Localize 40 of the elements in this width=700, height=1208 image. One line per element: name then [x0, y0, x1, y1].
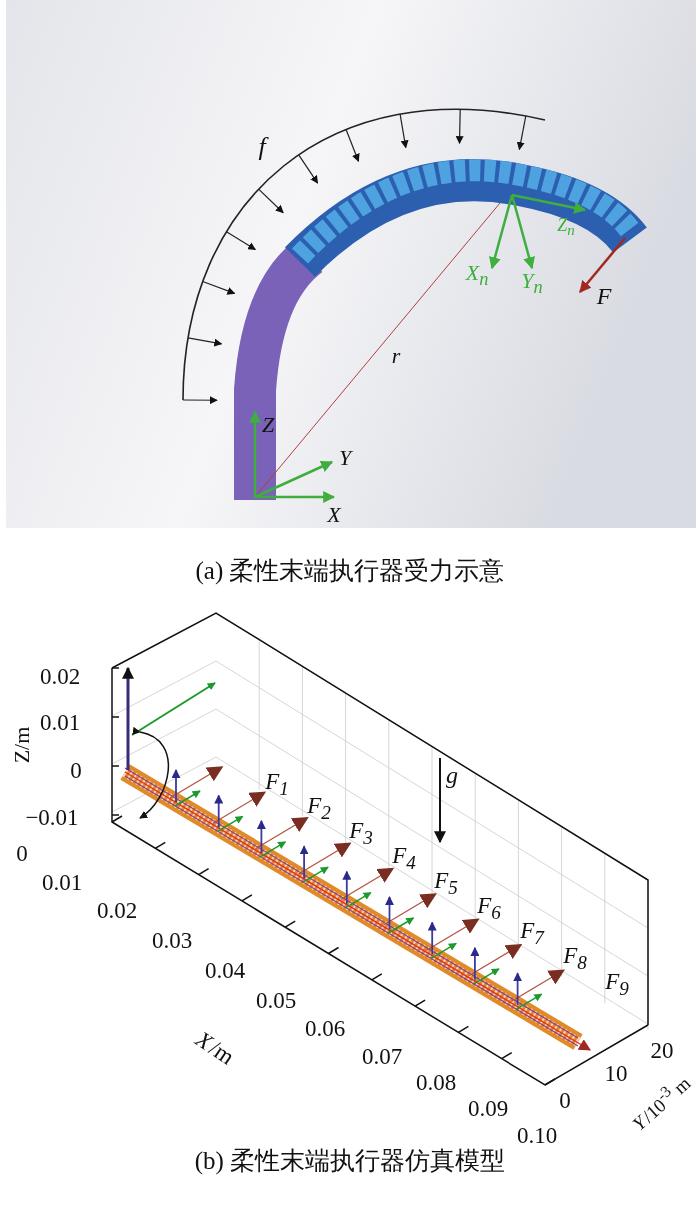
- axis-label: Y: [338, 447, 352, 469]
- caption: (a) 柔性末端执行器受力示意: [195, 557, 505, 583]
- tick-label: 0.09: [467, 1096, 509, 1120]
- tick-label: 20: [650, 1038, 674, 1062]
- radius-label: r: [391, 345, 401, 367]
- force-label: F$_{7}$: [520, 919, 544, 948]
- tick-label: 0: [16, 841, 28, 865]
- axis-label: Y$_{n}$: [521, 269, 543, 297]
- tick-label: 0: [70, 758, 82, 782]
- axis-label: X/m: [191, 1027, 239, 1069]
- tick-label: 10: [604, 1061, 628, 1085]
- force-label: F$_{9}$: [605, 970, 629, 999]
- tick-label: 0.02: [96, 898, 138, 922]
- tick-label: 0.01: [39, 710, 81, 734]
- force-label: F: [596, 284, 612, 308]
- axis-label: Z: [261, 414, 275, 436]
- tick-label: 0: [559, 1088, 571, 1112]
- axis-label: Z/m: [11, 726, 33, 764]
- tick-label: 0.02: [39, 664, 81, 688]
- force-label: F$_{8}$: [563, 944, 587, 973]
- tick-label: 0.07: [361, 1044, 403, 1068]
- force-label: F$_{5}$: [434, 869, 458, 898]
- tick-label: 0.05: [255, 988, 297, 1012]
- caption: (b) 柔性末端执行器仿真模型: [194, 1147, 506, 1173]
- axis-label: X$_{n}$: [465, 261, 489, 289]
- force-label: F$_{4}$: [392, 844, 416, 873]
- gravity-label: g: [446, 763, 458, 787]
- tick-label: 0.01: [41, 870, 83, 894]
- tick-label: 0.04: [204, 958, 246, 982]
- tick-label: 0.10: [516, 1123, 558, 1147]
- tick-label: −0.01: [25, 805, 79, 829]
- axis-label: Z$_{n}$: [557, 215, 575, 239]
- tick-label: 0.06: [304, 1016, 346, 1040]
- force-label: F$_{3}$: [349, 819, 373, 848]
- force-label: F$_{2}$: [307, 794, 331, 823]
- force-label: F$_{6}$: [477, 894, 501, 923]
- force-label: F$_{1}$: [265, 770, 289, 799]
- axis-label: X: [327, 504, 341, 526]
- tick-label: 0.08: [415, 1070, 457, 1094]
- tick-label: 0.03: [151, 928, 193, 952]
